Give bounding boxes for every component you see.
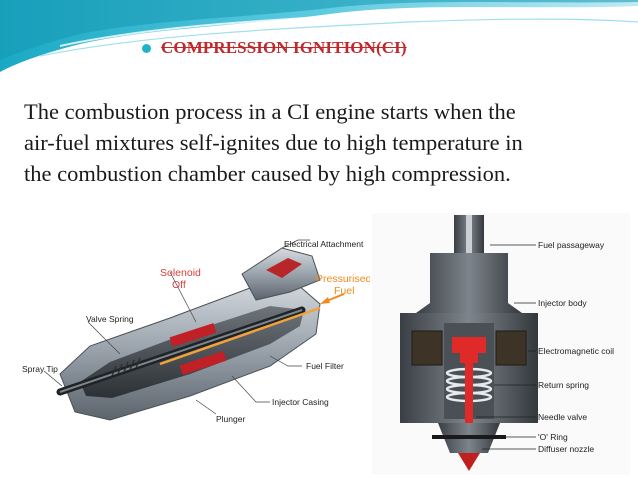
- label-diffuser-nozzle: Diffuser nozzle: [538, 444, 594, 454]
- fuel-injector-diagram: Electrical Attachment Solenoid Off Press…: [22, 239, 370, 424]
- bullet-icon: [142, 43, 151, 53]
- label-valve-spring: Valve Spring: [86, 314, 134, 324]
- label-o-ring: 'O' Ring: [538, 432, 568, 442]
- body-paragraph: The combustion process in a CI engine st…: [24, 96, 624, 189]
- body-line: The combustion process in a CI engine st…: [24, 99, 516, 124]
- slide-heading: COMPRESSION IGNITION(CI): [161, 38, 407, 57]
- label-electromagnetic-coil: Electromagnetic coil: [538, 346, 614, 356]
- label-pressurised: Pressurised: [316, 273, 370, 285]
- label-solenoid: Solenoid: [160, 267, 201, 279]
- label-needle-valve: Needle valve: [538, 412, 587, 422]
- label-plunger: Plunger: [216, 414, 245, 424]
- label-fuel-passageway: Fuel passageway: [538, 240, 605, 250]
- body-line: air-fuel mixtures self-ignites due to hi…: [24, 130, 523, 155]
- label-injector-casing: Injector Casing: [272, 397, 329, 407]
- body-line: the combustion chamber caused by high co…: [24, 161, 511, 186]
- label-fuel-filter: Fuel Filter: [306, 361, 344, 371]
- label-electrical-attachment: Electrical Attachment: [284, 239, 364, 249]
- heading-row: COMPRESSION IGNITION(CI): [142, 36, 407, 60]
- label-spray-tip: Spray Tip: [22, 364, 58, 374]
- top-decorative-swoosh: [0, 0, 638, 72]
- injector-cross-section-diagram: Fuel passageway Injector body Electromag…: [372, 213, 630, 475]
- label-pressurised-fuel: Fuel: [334, 285, 354, 297]
- label-return-spring: Return spring: [538, 380, 589, 390]
- label-solenoid-off: Off: [172, 279, 186, 291]
- label-injector-body: Injector body: [538, 298, 587, 308]
